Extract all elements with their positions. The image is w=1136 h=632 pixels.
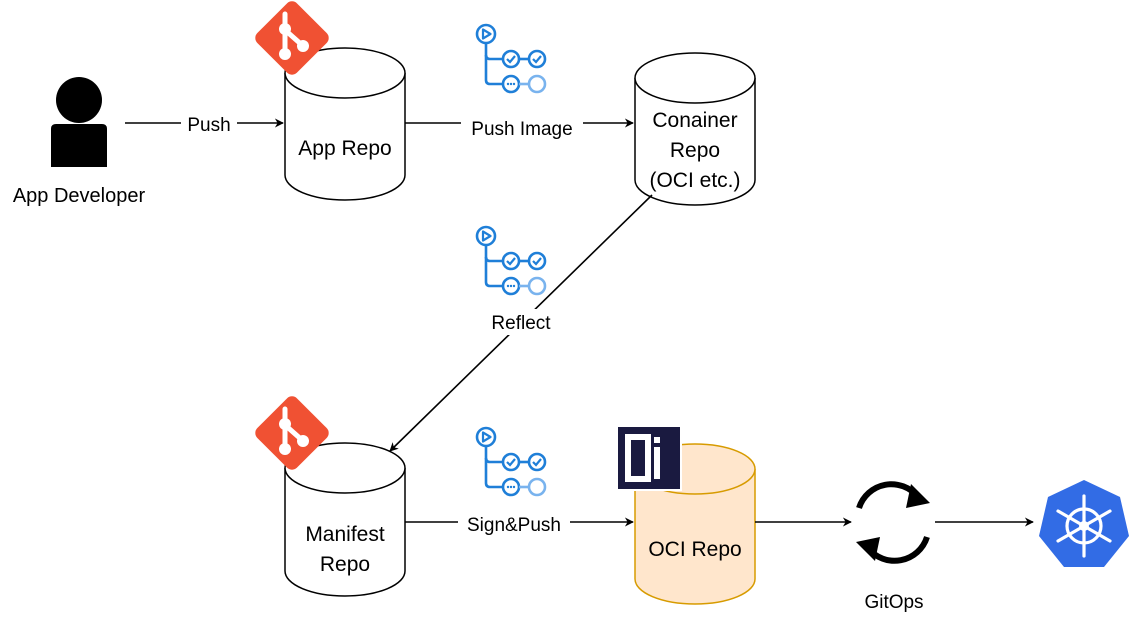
edge-push-image-label: Push Image <box>471 119 572 140</box>
edge-sign-push-label: Sign&Push <box>467 515 561 536</box>
workflow-icon <box>475 225 547 296</box>
gitops-node: GitOps <box>856 481 930 613</box>
user-icon <box>51 77 107 167</box>
kubernetes-icon <box>1039 480 1129 567</box>
container-repo-node: Conainer Repo (OCI etc.) <box>634 52 756 206</box>
workflow-icon <box>475 23 547 94</box>
edge-reflect: Reflect <box>389 194 653 452</box>
workflow-icon <box>475 426 547 497</box>
manifest-repo-node: Manifest Repo <box>284 442 406 597</box>
manifest-repo-label-line-2: Repo <box>320 553 370 576</box>
container-repo-label-line-3: (OCI etc.) <box>649 169 740 192</box>
container-repo-label-line-2: Repo <box>670 139 720 162</box>
app-repo-label: App Repo <box>298 137 391 160</box>
manifest-repo-label-line-1: Manifest <box>305 523 385 546</box>
edge-reflect-label: Reflect <box>491 313 551 334</box>
edge-push-image: Push Image <box>405 115 634 140</box>
sync-icon <box>856 481 930 564</box>
oci-repo-label: OCI Repo <box>648 538 741 561</box>
edge-push-label: Push <box>187 115 230 136</box>
app-developer-node: App Developer <box>13 77 146 207</box>
edge-sign-push: Sign&Push <box>405 511 634 536</box>
app-repo-node: App Repo <box>284 47 406 201</box>
container-repo-label-line-1: Conainer <box>652 109 737 132</box>
app-developer-label: App Developer <box>13 185 146 207</box>
container-registry-icon: Ci <box>616 425 682 491</box>
gitops-label: GitOps <box>864 592 923 613</box>
edge-push: Push <box>125 112 284 136</box>
